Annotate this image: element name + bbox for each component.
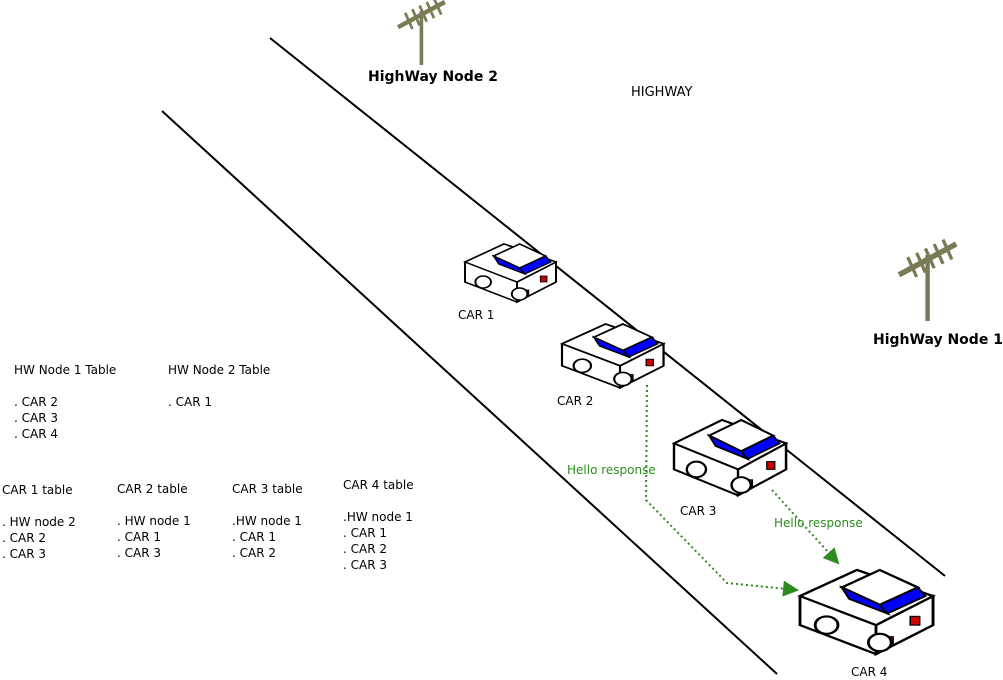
table-title: HW Node 1 Table — [14, 363, 117, 377]
car1-table: CAR 1 table . HW node 2 . CAR 2 . CAR 3 — [2, 482, 76, 562]
table-item: . CAR 3 — [117, 546, 162, 560]
table-item: . CAR 2 — [232, 546, 277, 560]
table-item: . CAR 3 — [14, 411, 59, 425]
hello-response-label-2: Hello response — [774, 516, 863, 530]
car4-icon — [798, 568, 935, 656]
table-item: . CAR 1 — [343, 526, 388, 540]
table-item: .HW node 1 — [343, 510, 413, 524]
car1-label: CAR 1 — [458, 308, 495, 322]
highway-node2-label: HighWay Node 2 — [368, 69, 498, 85]
table-item: . HW node 1 — [117, 514, 191, 528]
car2-table: CAR 2 table . HW node 1 . CAR 1 . CAR 3 — [117, 481, 191, 561]
table-title: CAR 3 table — [232, 482, 303, 496]
table-item: . CAR 3 — [343, 558, 388, 572]
table-title: CAR 4 table — [343, 478, 414, 492]
car4-table: CAR 4 table .HW node 1 . CAR 1 . CAR 2 .… — [343, 477, 414, 573]
table-item: . CAR 1 — [117, 530, 162, 544]
highway-node2-antenna-icon — [398, 0, 445, 65]
table-item: . CAR 3 — [2, 547, 47, 561]
table-item: . CAR 1 — [232, 530, 277, 544]
car2-icon — [560, 322, 665, 389]
car4-label: CAR 4 — [851, 665, 888, 679]
highway-node1-label: HighWay Node 1 — [873, 332, 1003, 348]
hw-node1-table: HW Node 1 Table . CAR 2 . CAR 3 . CAR 4 — [14, 362, 116, 442]
table-item: . HW node 2 — [2, 515, 76, 529]
highway-edge-inner — [161, 110, 778, 675]
highway-node1-antenna-icon — [899, 240, 956, 321]
hello-response-path-car2 — [644, 384, 799, 597]
hw-node2-table: HW Node 2 Table . CAR 1 — [168, 362, 270, 410]
hello-response-path-car3 — [771, 489, 840, 565]
table-item: . CAR 2 — [343, 542, 388, 556]
car3-icon — [672, 418, 788, 497]
car3-table: CAR 3 table .HW node 1 . CAR 1 . CAR 2 — [232, 481, 303, 561]
table-title: CAR 2 table — [117, 482, 188, 496]
table-item: . CAR 2 — [2, 531, 47, 545]
highway-edge-outer — [269, 37, 946, 577]
car2-label: CAR 2 — [557, 394, 594, 408]
highway-label: HIGHWAY — [631, 85, 693, 100]
table-title: HW Node 2 Table — [168, 363, 271, 377]
table-title: CAR 1 table — [2, 483, 73, 497]
table-item: . CAR 1 — [168, 395, 213, 409]
table-item: . CAR 4 — [14, 427, 59, 441]
table-item: . CAR 2 — [14, 395, 59, 409]
hello-response-label-1: Hello response — [567, 463, 656, 477]
car3-label: CAR 3 — [680, 504, 717, 518]
table-item: .HW node 1 — [232, 514, 302, 528]
car1-icon — [464, 243, 557, 303]
